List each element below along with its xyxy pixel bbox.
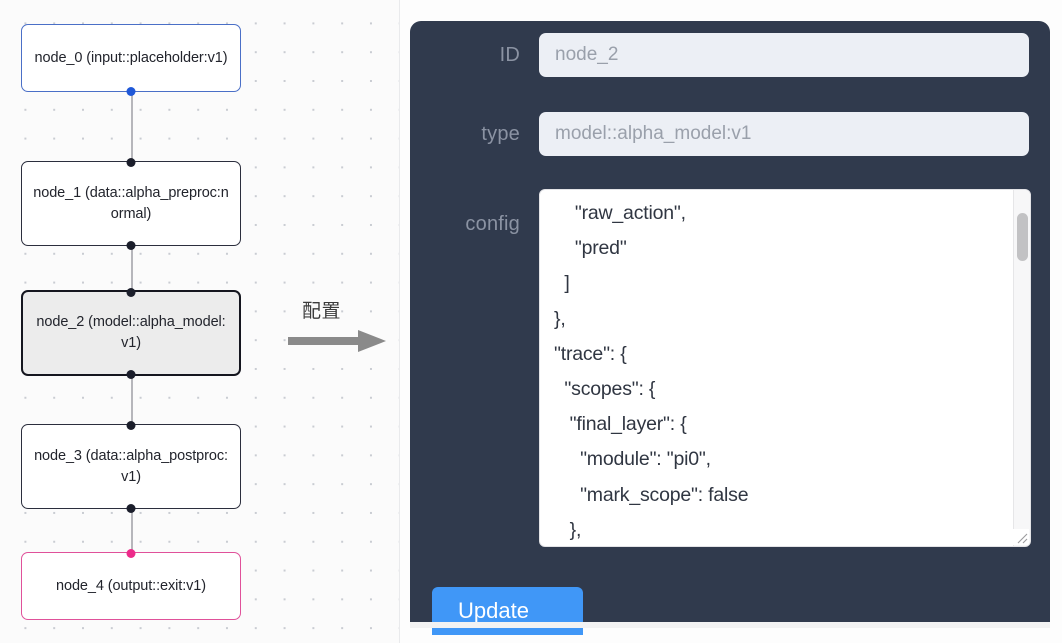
node-handle-target[interactable] [126,548,136,558]
node-handle-target[interactable] [126,287,136,297]
right-arrow-icon [288,328,388,359]
graph-node-node_2[interactable]: node_2 (model::alpha_model:v1) [21,287,241,379]
graph-node-label: node_2 (model::alpha_model:v1) [36,314,226,351]
edge-node0-node1 [131,92,133,162]
config-textarea[interactable]: "raw_action", "pred" ] }, "trace": { "sc… [540,190,1014,546]
id-field-row: ID [432,33,1029,77]
node-config-panel: ID type config "raw_action", "pred" ] },… [410,21,1050,635]
graph-canvas[interactable]: node_0 (input::placeholder:v1) node_1 (d… [0,0,400,643]
config-scrollbar[interactable] [1013,190,1030,546]
panel-bottom-edge [410,622,1050,628]
annotation-label: 配置 [302,300,342,322]
graph-node-label: node_1 (data::alpha_preproc:normal) [33,184,229,222]
edge-node3-node4 [131,508,133,551]
node-handle-source[interactable] [126,240,136,250]
graph-node-node_0[interactable]: node_0 (input::placeholder:v1) [21,24,241,96]
edge-node1-node2 [131,245,133,295]
config-field-row: config "raw_action", "pred" ] }, "trace"… [432,189,1031,547]
config-editor[interactable]: "raw_action", "pred" ] }, "trace": { "sc… [539,189,1031,547]
resize-handle-icon[interactable] [1013,529,1029,545]
graph-node-node_1[interactable]: node_1 (data::alpha_preproc:normal) [21,157,241,250]
id-input[interactable] [539,33,1029,77]
panel-divider [399,0,400,643]
graph-node-node_3[interactable]: node_3 (data::alpha_postproc:v1) [21,420,241,513]
id-field-label: ID [499,43,520,66]
node-handle-target[interactable] [126,157,136,167]
edge-node2-node3 [131,375,133,422]
type-field-row: type [432,112,1029,156]
type-field-label: type [481,122,520,145]
graph-node-label: node_4 (output::exit:v1) [56,577,206,594]
graph-node-label: node_3 (data::alpha_postproc:v1) [34,447,228,485]
graph-node-label: node_0 (input::placeholder:v1) [34,49,228,66]
config-scrollbar-thumb[interactable] [1017,213,1028,261]
configure-annotation: 配置 [288,296,396,358]
type-input[interactable] [539,112,1029,156]
graph-node-node_4[interactable]: node_4 (output::exit:v1) [21,548,241,620]
node-handle-source[interactable] [126,86,136,96]
config-field-label: config [465,213,520,235]
node-handle-target[interactable] [126,420,136,430]
node-handle-source[interactable] [126,503,136,513]
node-handle-source[interactable] [126,369,136,379]
